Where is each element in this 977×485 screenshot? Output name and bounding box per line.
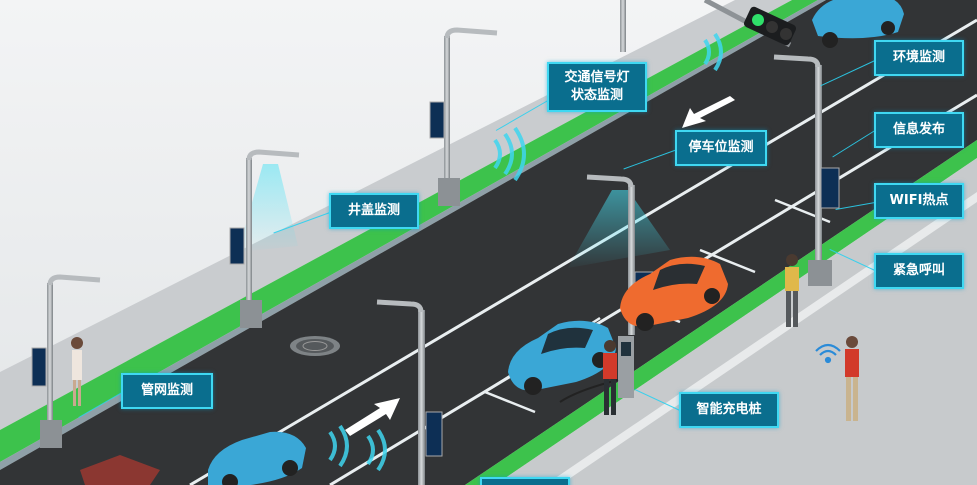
manhole-icon bbox=[290, 336, 340, 356]
label-pipe-network-monitoring: 管网监测 bbox=[121, 373, 213, 409]
car-icon bbox=[620, 256, 728, 331]
street-lamp-icon bbox=[229, 149, 300, 328]
label-wifi-hotspot: WIFI热点 bbox=[874, 183, 964, 219]
car-icon bbox=[508, 320, 616, 395]
direction-arrow-icon bbox=[345, 96, 735, 436]
label-partial bbox=[480, 477, 570, 485]
pedestrian-icon bbox=[603, 340, 617, 415]
wifi-icon bbox=[815, 343, 841, 364]
label-environment-monitoring: 环境监测 bbox=[874, 40, 964, 76]
car-icon bbox=[812, 0, 904, 48]
label-parking-monitoring: 停车位监测 bbox=[675, 130, 767, 166]
traffic-light-icon bbox=[703, 0, 796, 48]
street-lamp-icon bbox=[376, 299, 443, 485]
car-icon bbox=[208, 431, 306, 485]
street-lamp-icon bbox=[773, 54, 840, 286]
heat-zone bbox=[80, 455, 160, 485]
pedestrian-icon bbox=[785, 254, 799, 327]
label-emergency-call: 紧急呼叫 bbox=[874, 253, 964, 289]
sidewalk-edge bbox=[545, 192, 977, 485]
pedestrian-icon bbox=[845, 336, 859, 421]
label-smart-charging-pile: 智能充电桩 bbox=[679, 392, 779, 428]
near-green-strip bbox=[465, 140, 977, 485]
lamp-beam bbox=[568, 190, 670, 268]
signal-waves bbox=[328, 32, 723, 472]
label-info-release: 信息发布 bbox=[874, 112, 964, 148]
label-manhole-monitoring: 井盖监测 bbox=[329, 193, 419, 229]
street-lamp-icon bbox=[620, 0, 626, 52]
pedestrian-icon bbox=[71, 337, 83, 406]
street-lamp-icon bbox=[429, 27, 498, 206]
label-traffic-light-monitoring: 交通信号灯 状态监测 bbox=[547, 62, 647, 112]
street-lamp-icon bbox=[31, 274, 101, 448]
